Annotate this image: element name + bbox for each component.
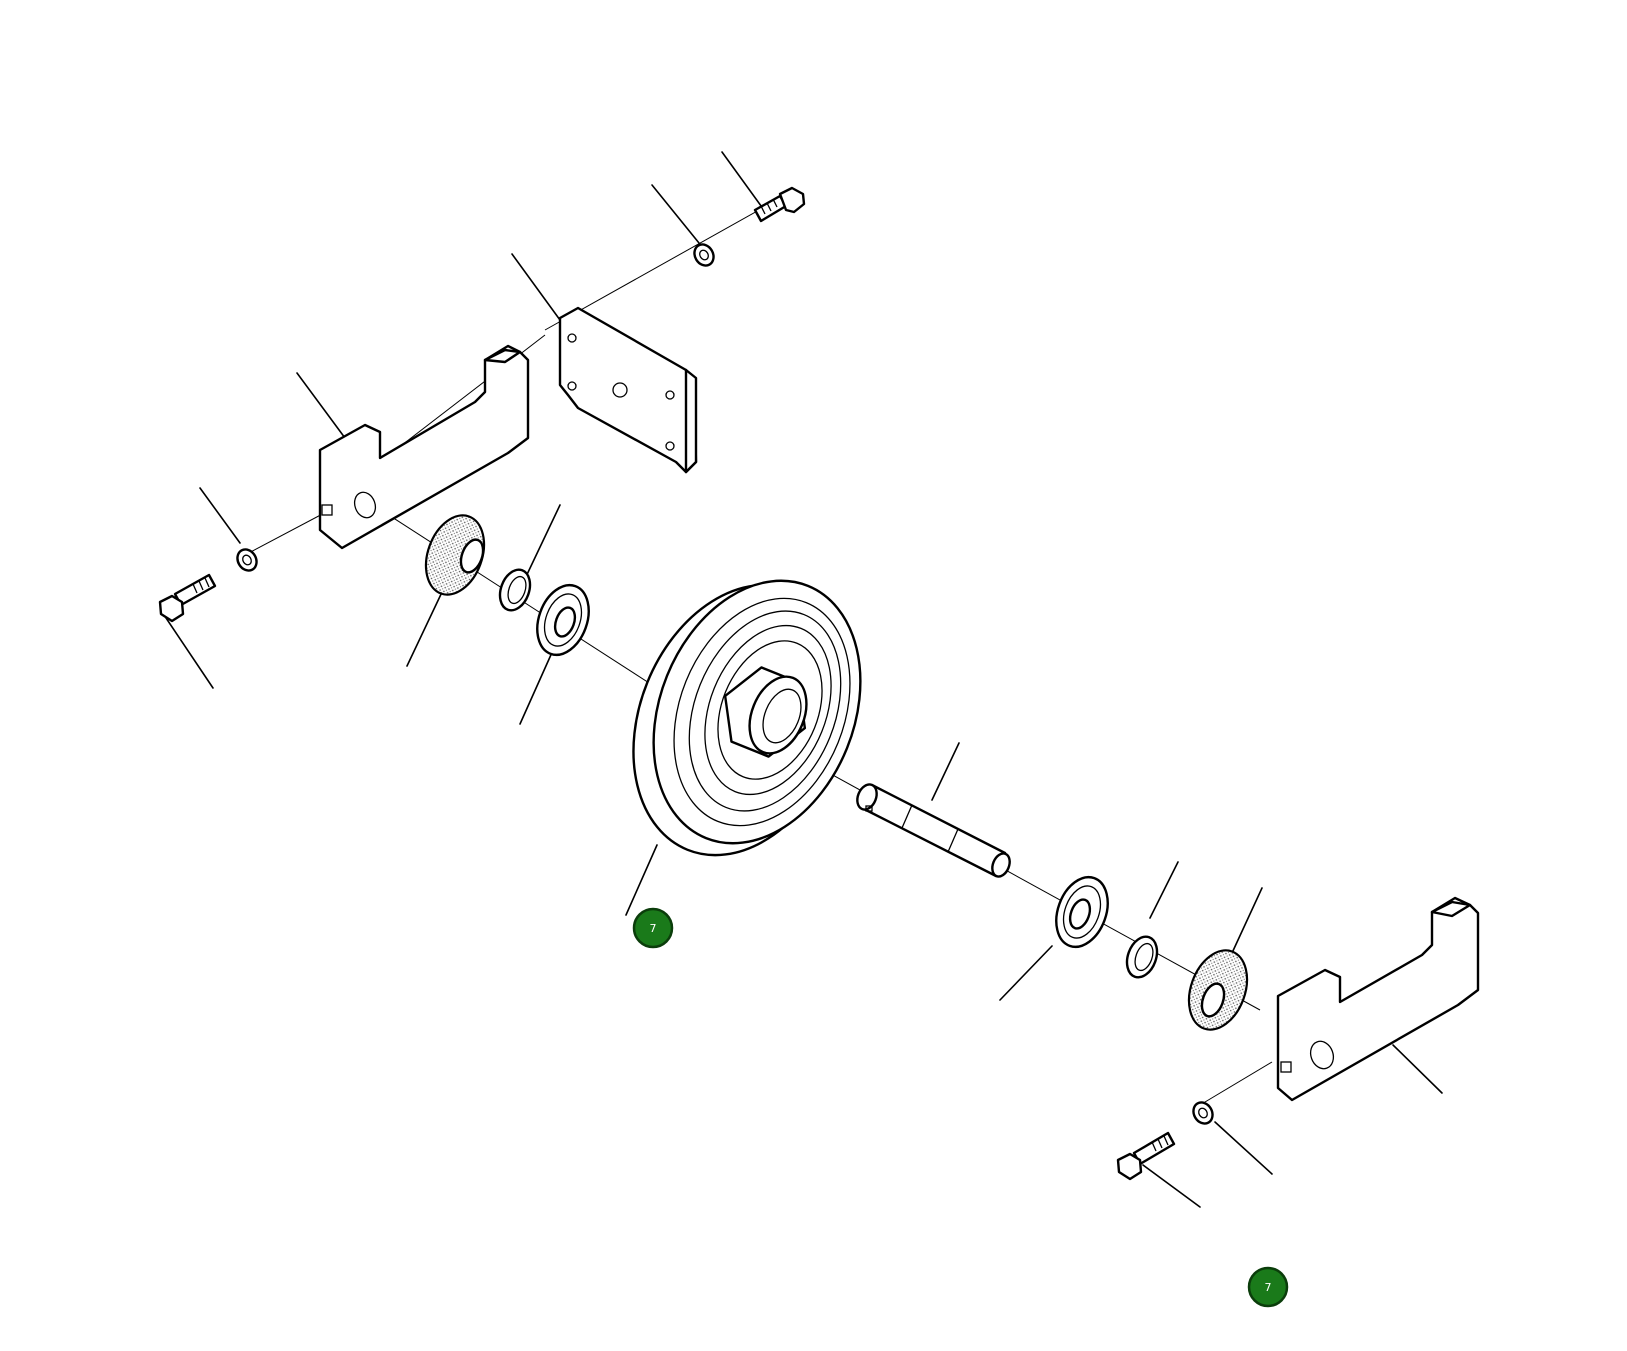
top-washer [693, 243, 715, 267]
hotspot-label: 7 [1265, 1281, 1272, 1294]
lower-right-bearing [1055, 875, 1109, 949]
hotspot-label: 7 [650, 922, 657, 935]
left-washer [236, 548, 258, 572]
upper-left-snap-ring [498, 568, 532, 612]
lower-right-snap-ring [1125, 935, 1159, 979]
mounting-plate [558, 306, 698, 474]
lower-right-seal [1187, 949, 1249, 1031]
upper-left-bearing [536, 583, 590, 657]
hotspot-callout-7-wheel[interactable]: 7 [632, 907, 674, 949]
left-bolt [158, 573, 217, 623]
upper-left-bracket [318, 344, 530, 550]
upper-left-seal [424, 514, 486, 596]
leader-lines [161, 151, 1443, 1208]
lower-right-bracket [1276, 896, 1480, 1102]
lower-right-washer [1192, 1101, 1214, 1125]
lower-right-bolt [1116, 1131, 1176, 1181]
top-bolt [753, 186, 806, 223]
hotspot-callout-7-bracket[interactable]: 7 [1247, 1266, 1289, 1308]
shaft [856, 783, 1011, 878]
idler-wheel [632, 579, 862, 857]
